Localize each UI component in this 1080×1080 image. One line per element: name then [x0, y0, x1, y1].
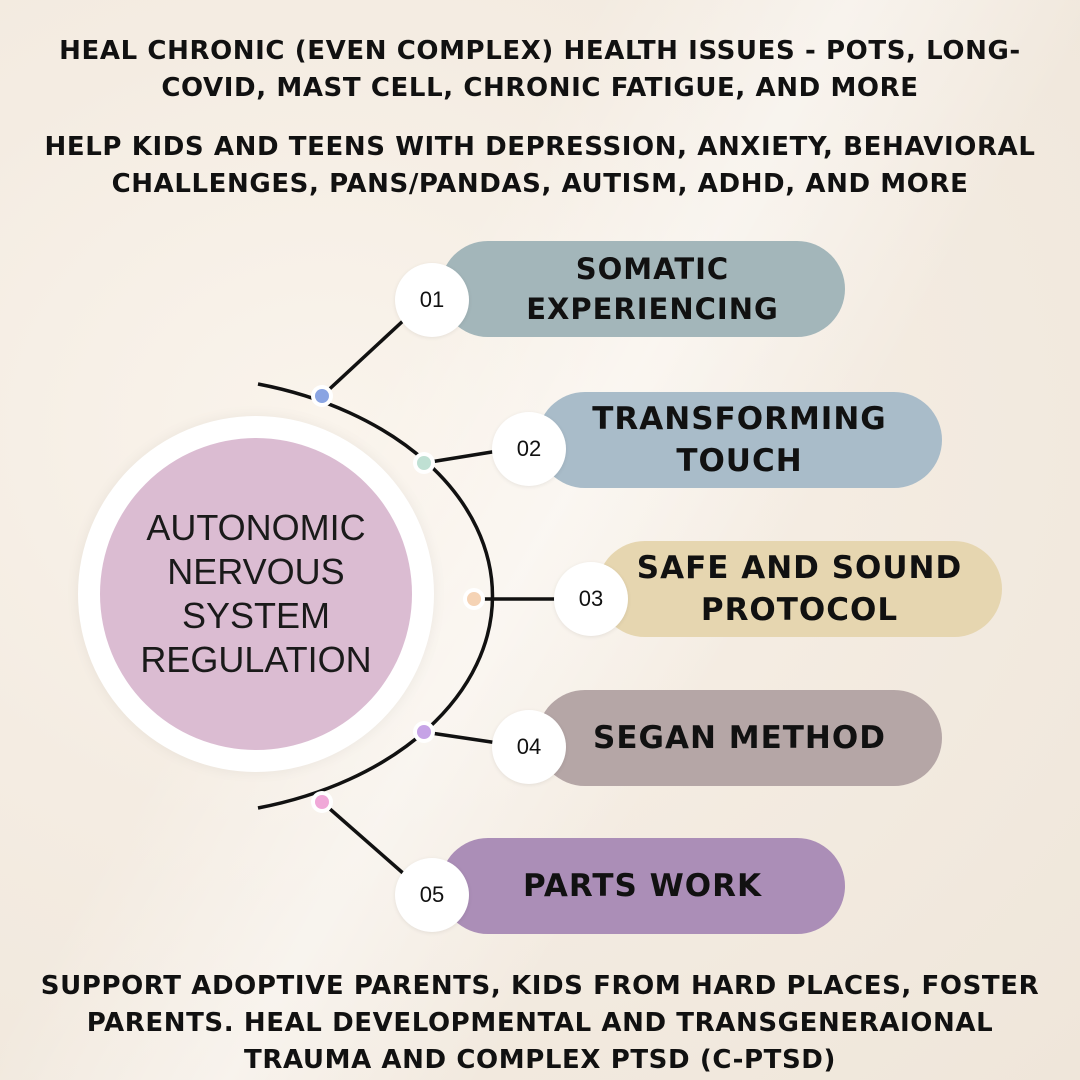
connector-04 — [423, 730, 499, 745]
pill-label-04: SEGAN METHOD — [593, 720, 886, 756]
pill-transforming-touch: TRANSFORMING TOUCH — [537, 392, 942, 488]
pill-safe-and-sound-protocol: SAFE AND SOUND PROTOCOL — [597, 541, 1002, 637]
center-label: AUTONOMIC NERVOUS SYSTEM REGULATION — [140, 507, 372, 680]
center-circle: AUTONOMIC NERVOUS SYSTEM REGULATION — [100, 438, 412, 750]
dot-02 — [413, 452, 435, 474]
number-badge-05: 05 — [395, 858, 469, 932]
connector-02 — [423, 449, 499, 465]
dot-01 — [311, 385, 333, 407]
dot-05 — [311, 791, 333, 813]
dot-04 — [413, 721, 435, 743]
number-badge-01: 01 — [395, 263, 469, 337]
pill-somatic-experiencing: SOMATIC EXPERIENCING — [440, 241, 845, 337]
pill-segan-method: SEGAN METHOD — [537, 690, 942, 786]
pill-parts-work: PARTS WORK — [440, 838, 845, 934]
pill-label-01: SOMATIC EXPERIENCING — [526, 252, 779, 326]
pill-label-02: TRANSFORMING TOUCH — [592, 401, 887, 479]
footer-text: SUPPORT ADOPTIVE PARENTS, KIDS FROM HARD… — [40, 971, 1040, 1075]
header-text-chronic-health: HEAL CHRONIC (EVEN COMPLEX) HEALTH ISSUE… — [59, 36, 1021, 103]
number-badge-04: 04 — [492, 710, 566, 784]
center-arc — [257, 382, 495, 810]
connector-05 — [320, 800, 406, 876]
connector-01 — [320, 318, 406, 398]
number-badge-03: 03 — [554, 562, 628, 636]
number-badge-02: 02 — [492, 412, 566, 486]
header-text-kids-teens: HELP KIDS AND TEENS WITH DEPRESSION, ANX… — [44, 132, 1036, 199]
dot-03 — [463, 588, 485, 610]
pill-label-03: SAFE AND SOUND PROTOCOL — [636, 550, 963, 628]
pill-label-05: PARTS WORK — [522, 868, 763, 904]
